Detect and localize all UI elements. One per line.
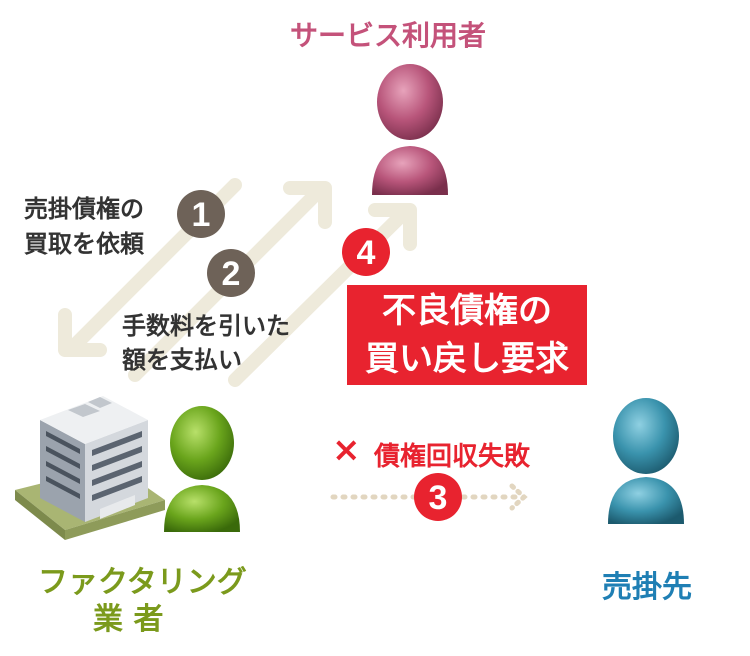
building-icon [15,396,165,540]
debtor-label: 売掛先 [602,570,692,605]
step4-repurchase-demand-box: 不良債権の 買い戻し要求 [347,285,587,385]
step1-badge: 1 [177,190,225,238]
step3-fail-mark: × [332,430,361,470]
step4-number: 4 [357,234,376,272]
step3-badge: 3 [414,473,462,521]
step4-label-line2: 買い戻し要求 [365,339,569,379]
factoring-person-icon [164,406,240,532]
step4-label-line1: 不良債権の [382,291,552,331]
step3-label: 債権回収失敗 [374,442,531,472]
step3-number: 3 [429,479,448,517]
step2-label-line2: 額を支払い [122,346,242,374]
factoring-label-line1: ファクタリング [38,565,247,600]
step2-label-line1: 手数料を引いた [122,312,290,340]
step4-badge: 4 [342,228,390,276]
step1-number: 1 [192,196,211,234]
step2-number: 2 [222,255,241,293]
step1-label-line2: 買取を依頼 [24,230,144,258]
service-user-label: サービス利用者 [290,19,487,52]
step2-badge: 2 [207,249,255,297]
debtor-person-icon [608,398,684,524]
factoring-label-line2: 業 者 [93,602,164,637]
service-user-person-icon [372,64,448,195]
step1-label-line1: 売掛債権の [24,195,144,223]
